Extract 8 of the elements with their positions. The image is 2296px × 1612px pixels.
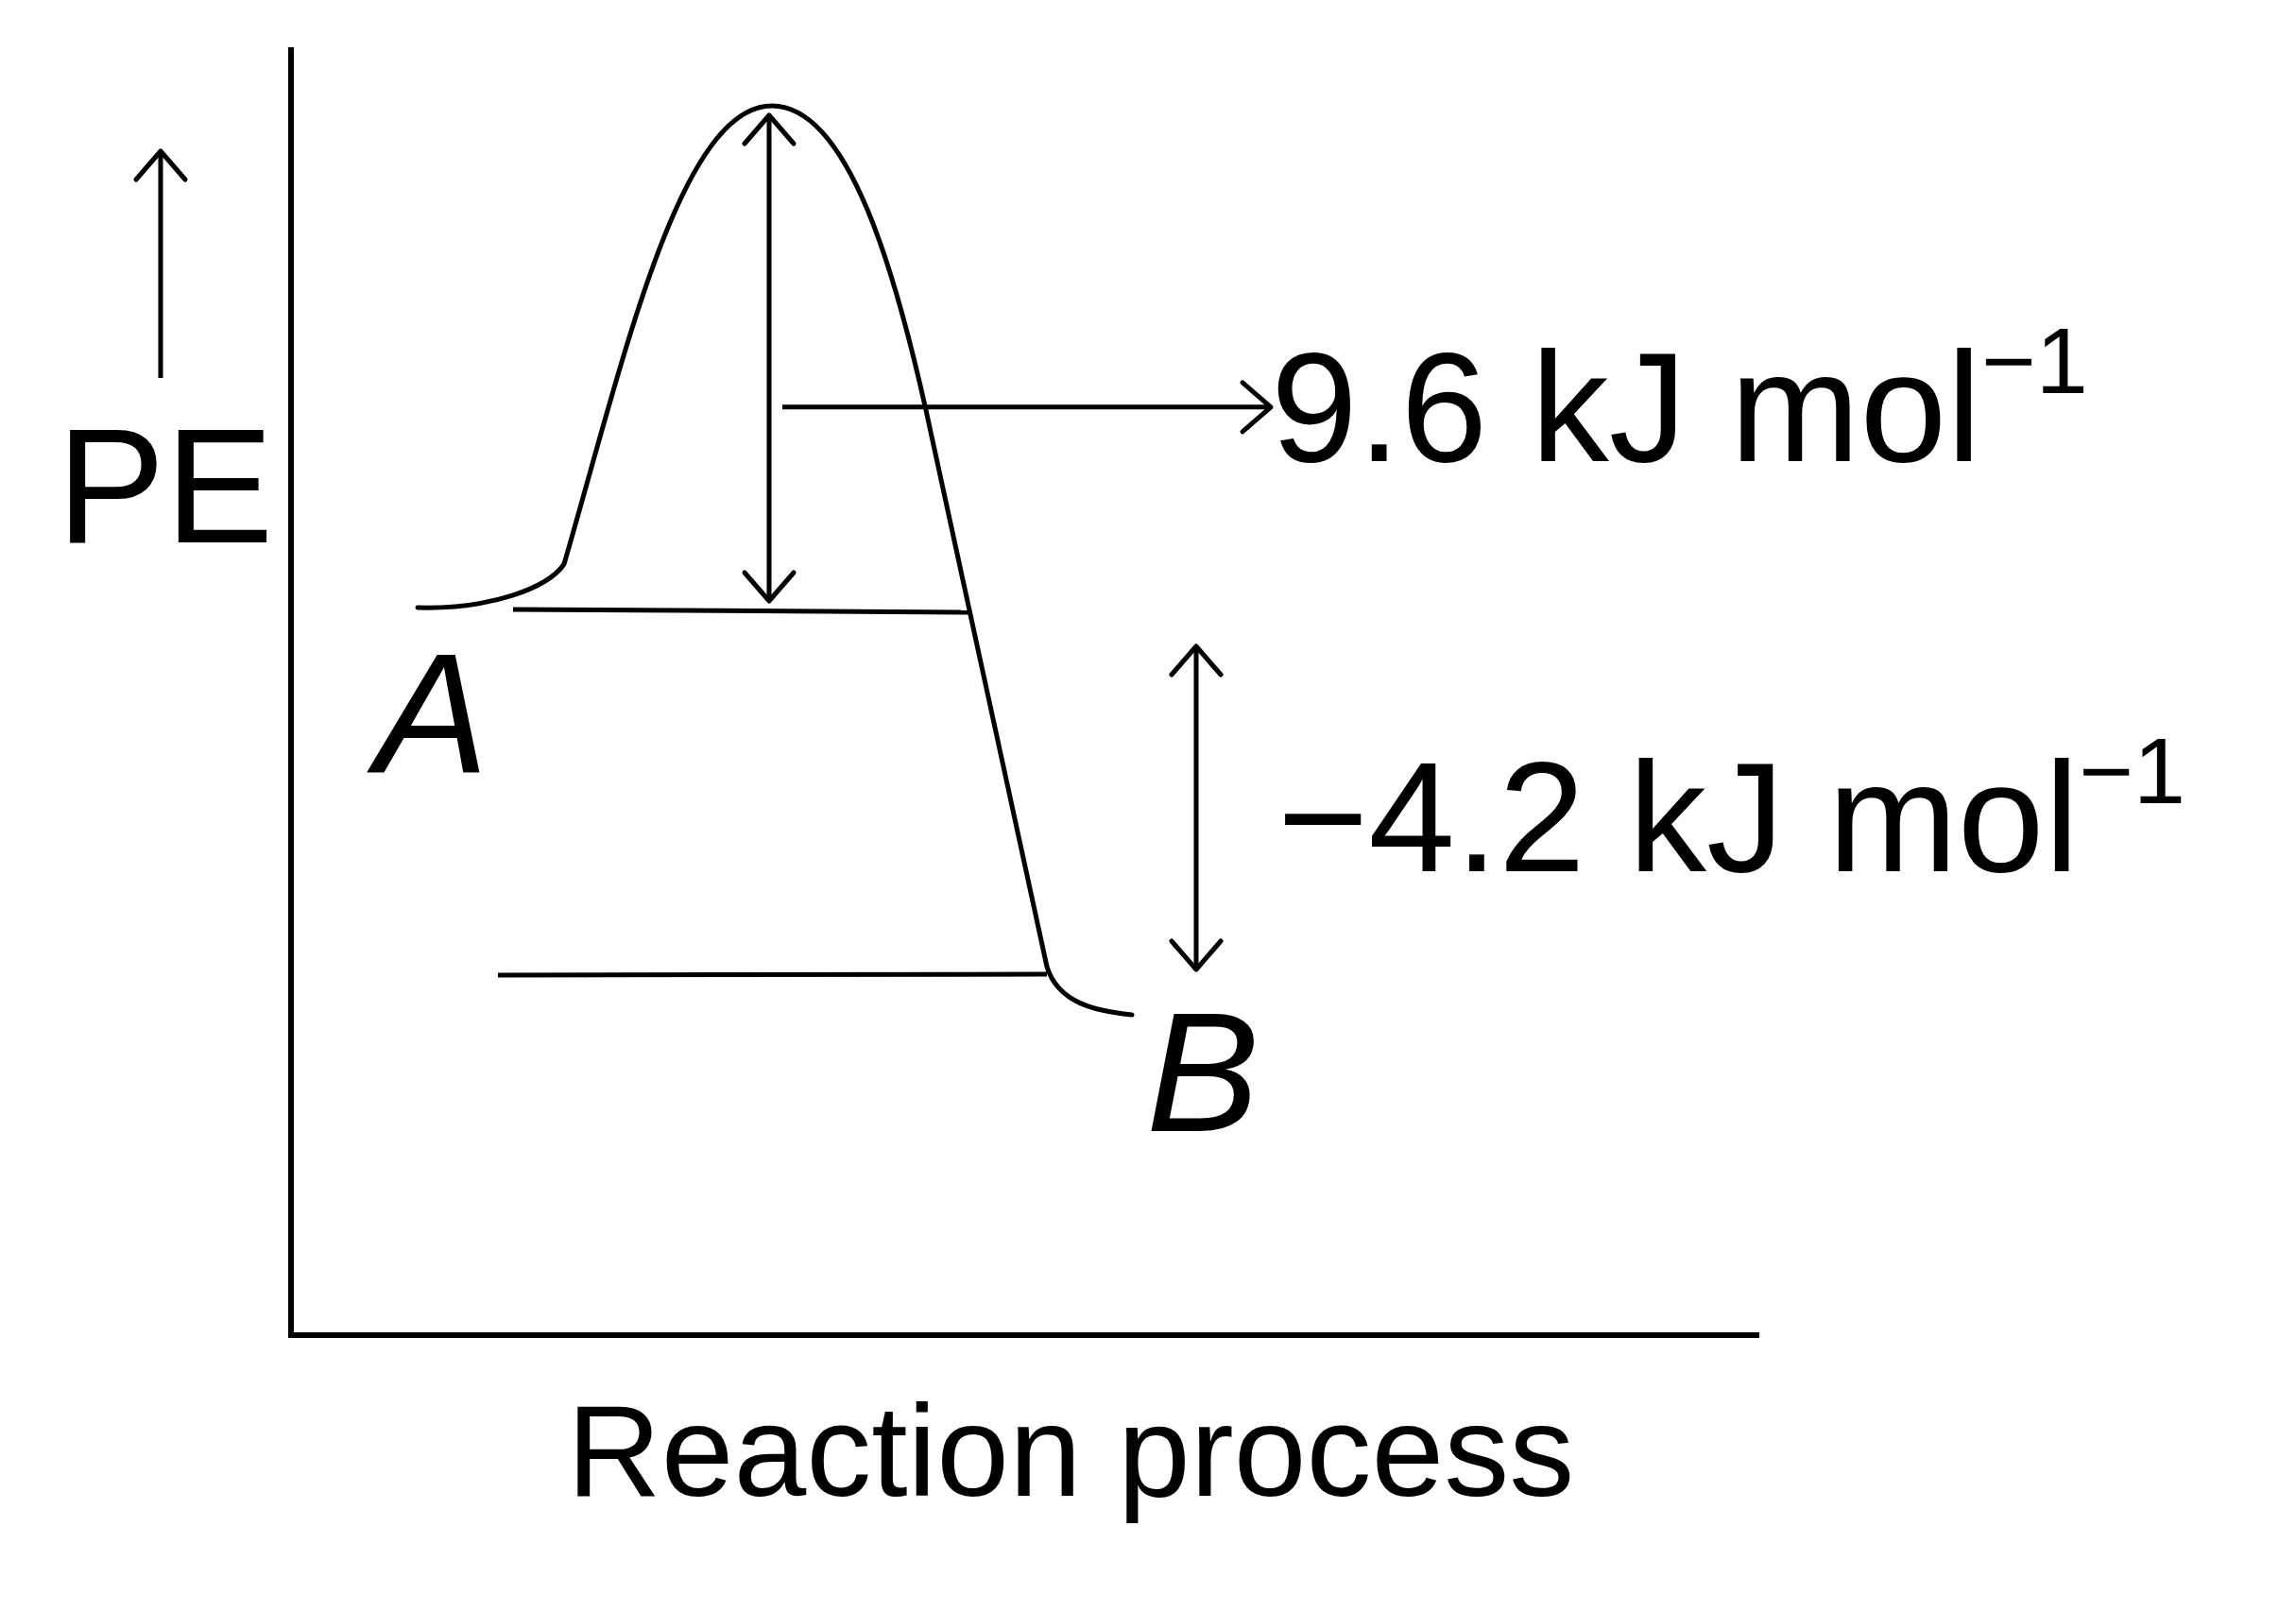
axis-label: PE: [57, 393, 274, 578]
dimension-arrow: [742, 112, 797, 604]
curve-label: A: [350, 602, 515, 824]
energy-value-label: 9.6 kJ mol$^{−1}$: [1271, 305, 2088, 509]
leader-arrow: [782, 380, 1274, 435]
axis-label: Reaction process: [567, 1377, 1575, 1526]
energy-value-label: −4.2 kJ mol$^{−1}$: [1277, 717, 2186, 906]
curve-label: B: [1145, 975, 1261, 1169]
